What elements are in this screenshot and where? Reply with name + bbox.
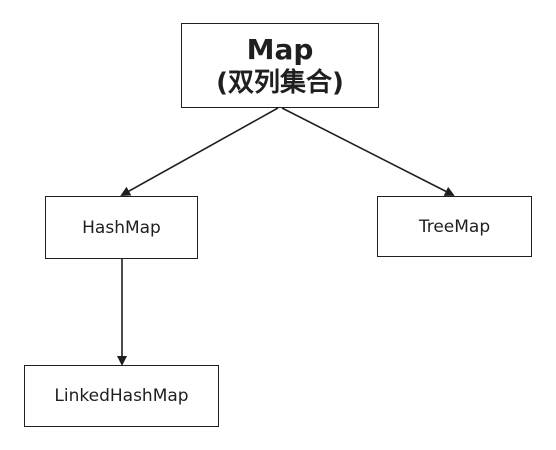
node-linkedhashmap-label: LinkedHashMap bbox=[54, 386, 189, 406]
node-treemap-label: TreeMap bbox=[418, 216, 491, 237]
node-map-title: Map bbox=[246, 32, 314, 66]
node-hashmap-label: HashMap bbox=[82, 217, 161, 238]
node-treemap: TreeMap bbox=[377, 196, 532, 257]
edge-map-to-treemap bbox=[281, 107, 455, 196]
node-hashmap: HashMap bbox=[45, 196, 198, 259]
node-linkedhashmap: LinkedHashMap bbox=[24, 365, 219, 427]
node-map: Map (双列集合) bbox=[181, 23, 379, 108]
edge-map-to-hashmap bbox=[120, 107, 279, 196]
node-map-subtitle: (双列集合) bbox=[216, 67, 344, 98]
